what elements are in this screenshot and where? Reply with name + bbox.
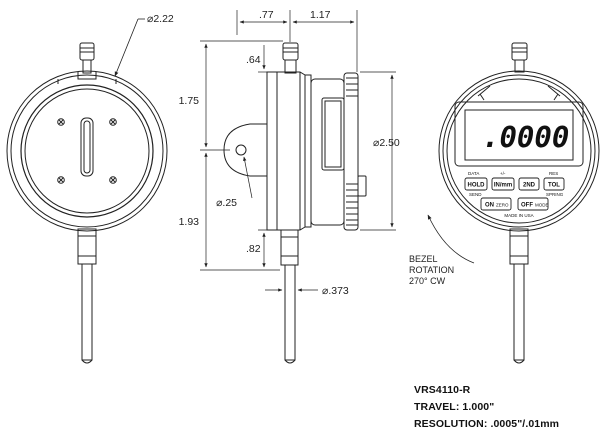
side-stem bbox=[280, 229, 299, 266]
label-data: DATA bbox=[468, 171, 479, 176]
side-body bbox=[276, 71, 306, 231]
dim-upper-height: 1.75 bbox=[179, 95, 200, 107]
front-face bbox=[446, 78, 592, 224]
side-dimensions bbox=[200, 10, 396, 292]
dim-dial-diameter: ⌀2.50 bbox=[373, 137, 400, 149]
back-spindle bbox=[81, 263, 93, 361]
hold-label: HOLD bbox=[468, 183, 486, 189]
dim-lug-hole: ⌀.25 bbox=[216, 197, 237, 209]
second-label: 2ND bbox=[523, 183, 536, 189]
side-back-plate bbox=[266, 71, 278, 231]
off-label: OFF bbox=[521, 203, 533, 209]
label-plus-minus: +/- bbox=[500, 171, 506, 176]
dim-stem-length: .82 bbox=[246, 243, 261, 255]
back-screw-tr bbox=[109, 118, 117, 126]
bezel-note-line1: BEZEL bbox=[409, 254, 438, 264]
dim-stem-offset: .77 bbox=[259, 9, 274, 21]
in-mm-label: IN/mm bbox=[494, 183, 512, 189]
tol-button[interactable]: TOL bbox=[543, 177, 565, 191]
dim-cap-height: .64 bbox=[246, 54, 261, 66]
front-stem bbox=[509, 228, 529, 265]
keypad: DATA +/- RES HOLD SEND IN/mm 2ND TOL SPR… bbox=[464, 171, 565, 218]
back-cover bbox=[20, 84, 154, 218]
bezel-note-line2: ROTATION bbox=[409, 265, 454, 275]
lcd-window bbox=[454, 101, 584, 167]
spec-travel: TRAVEL: 1.000" bbox=[414, 401, 495, 413]
bezel-ribs bbox=[346, 77, 358, 226]
leader-back-dia bbox=[114, 18, 139, 77]
dim-spindle-diameter: ⌀.373 bbox=[322, 285, 349, 297]
back-screw-tl bbox=[57, 118, 65, 126]
back-screw-br bbox=[109, 176, 117, 184]
dim-body-depth: 1.17 bbox=[310, 9, 331, 21]
dim-back-diameter: ⌀2.22 bbox=[147, 13, 174, 25]
back-view bbox=[6, 42, 168, 364]
off-mode-button[interactable]: OFF MODE bbox=[517, 197, 549, 211]
on-sub-label: ZERO bbox=[496, 203, 509, 208]
off-sub-label: MODE bbox=[535, 203, 549, 208]
front-spindle bbox=[513, 263, 525, 361]
lcd-reading: .0000 bbox=[482, 120, 569, 154]
on-label: ON bbox=[485, 203, 494, 209]
lug-hole bbox=[235, 144, 247, 156]
tol-label: TOL bbox=[548, 183, 560, 189]
spec-resolution: RESOLUTION: .0005"/.01mm bbox=[414, 418, 560, 430]
back-body-outer bbox=[6, 70, 168, 232]
hold-sub-label: SEND bbox=[469, 192, 482, 197]
bezel-rotation-arrow bbox=[427, 214, 475, 264]
tol-sub-label: SPRING bbox=[546, 192, 564, 197]
dim-lower-height: 1.93 bbox=[179, 216, 200, 228]
front-bezel bbox=[438, 70, 600, 232]
side-view bbox=[223, 42, 367, 364]
second-button[interactable]: 2ND bbox=[518, 177, 540, 191]
bezel-note-line3: 270° CW bbox=[409, 276, 446, 286]
front-view bbox=[438, 42, 600, 364]
made-in-usa: MADE IN USA bbox=[504, 213, 533, 218]
label-res: RES bbox=[549, 171, 558, 176]
in-mm-button[interactable]: IN/mm bbox=[491, 177, 515, 191]
back-screw-bl bbox=[57, 176, 65, 184]
hold-button[interactable]: HOLD bbox=[464, 177, 488, 191]
on-zero-button[interactable]: ON ZERO bbox=[480, 197, 512, 211]
back-slot bbox=[80, 117, 94, 177]
back-stem bbox=[77, 228, 97, 265]
side-spindle bbox=[284, 264, 296, 361]
spec-model: VRS4110-R bbox=[414, 384, 471, 396]
